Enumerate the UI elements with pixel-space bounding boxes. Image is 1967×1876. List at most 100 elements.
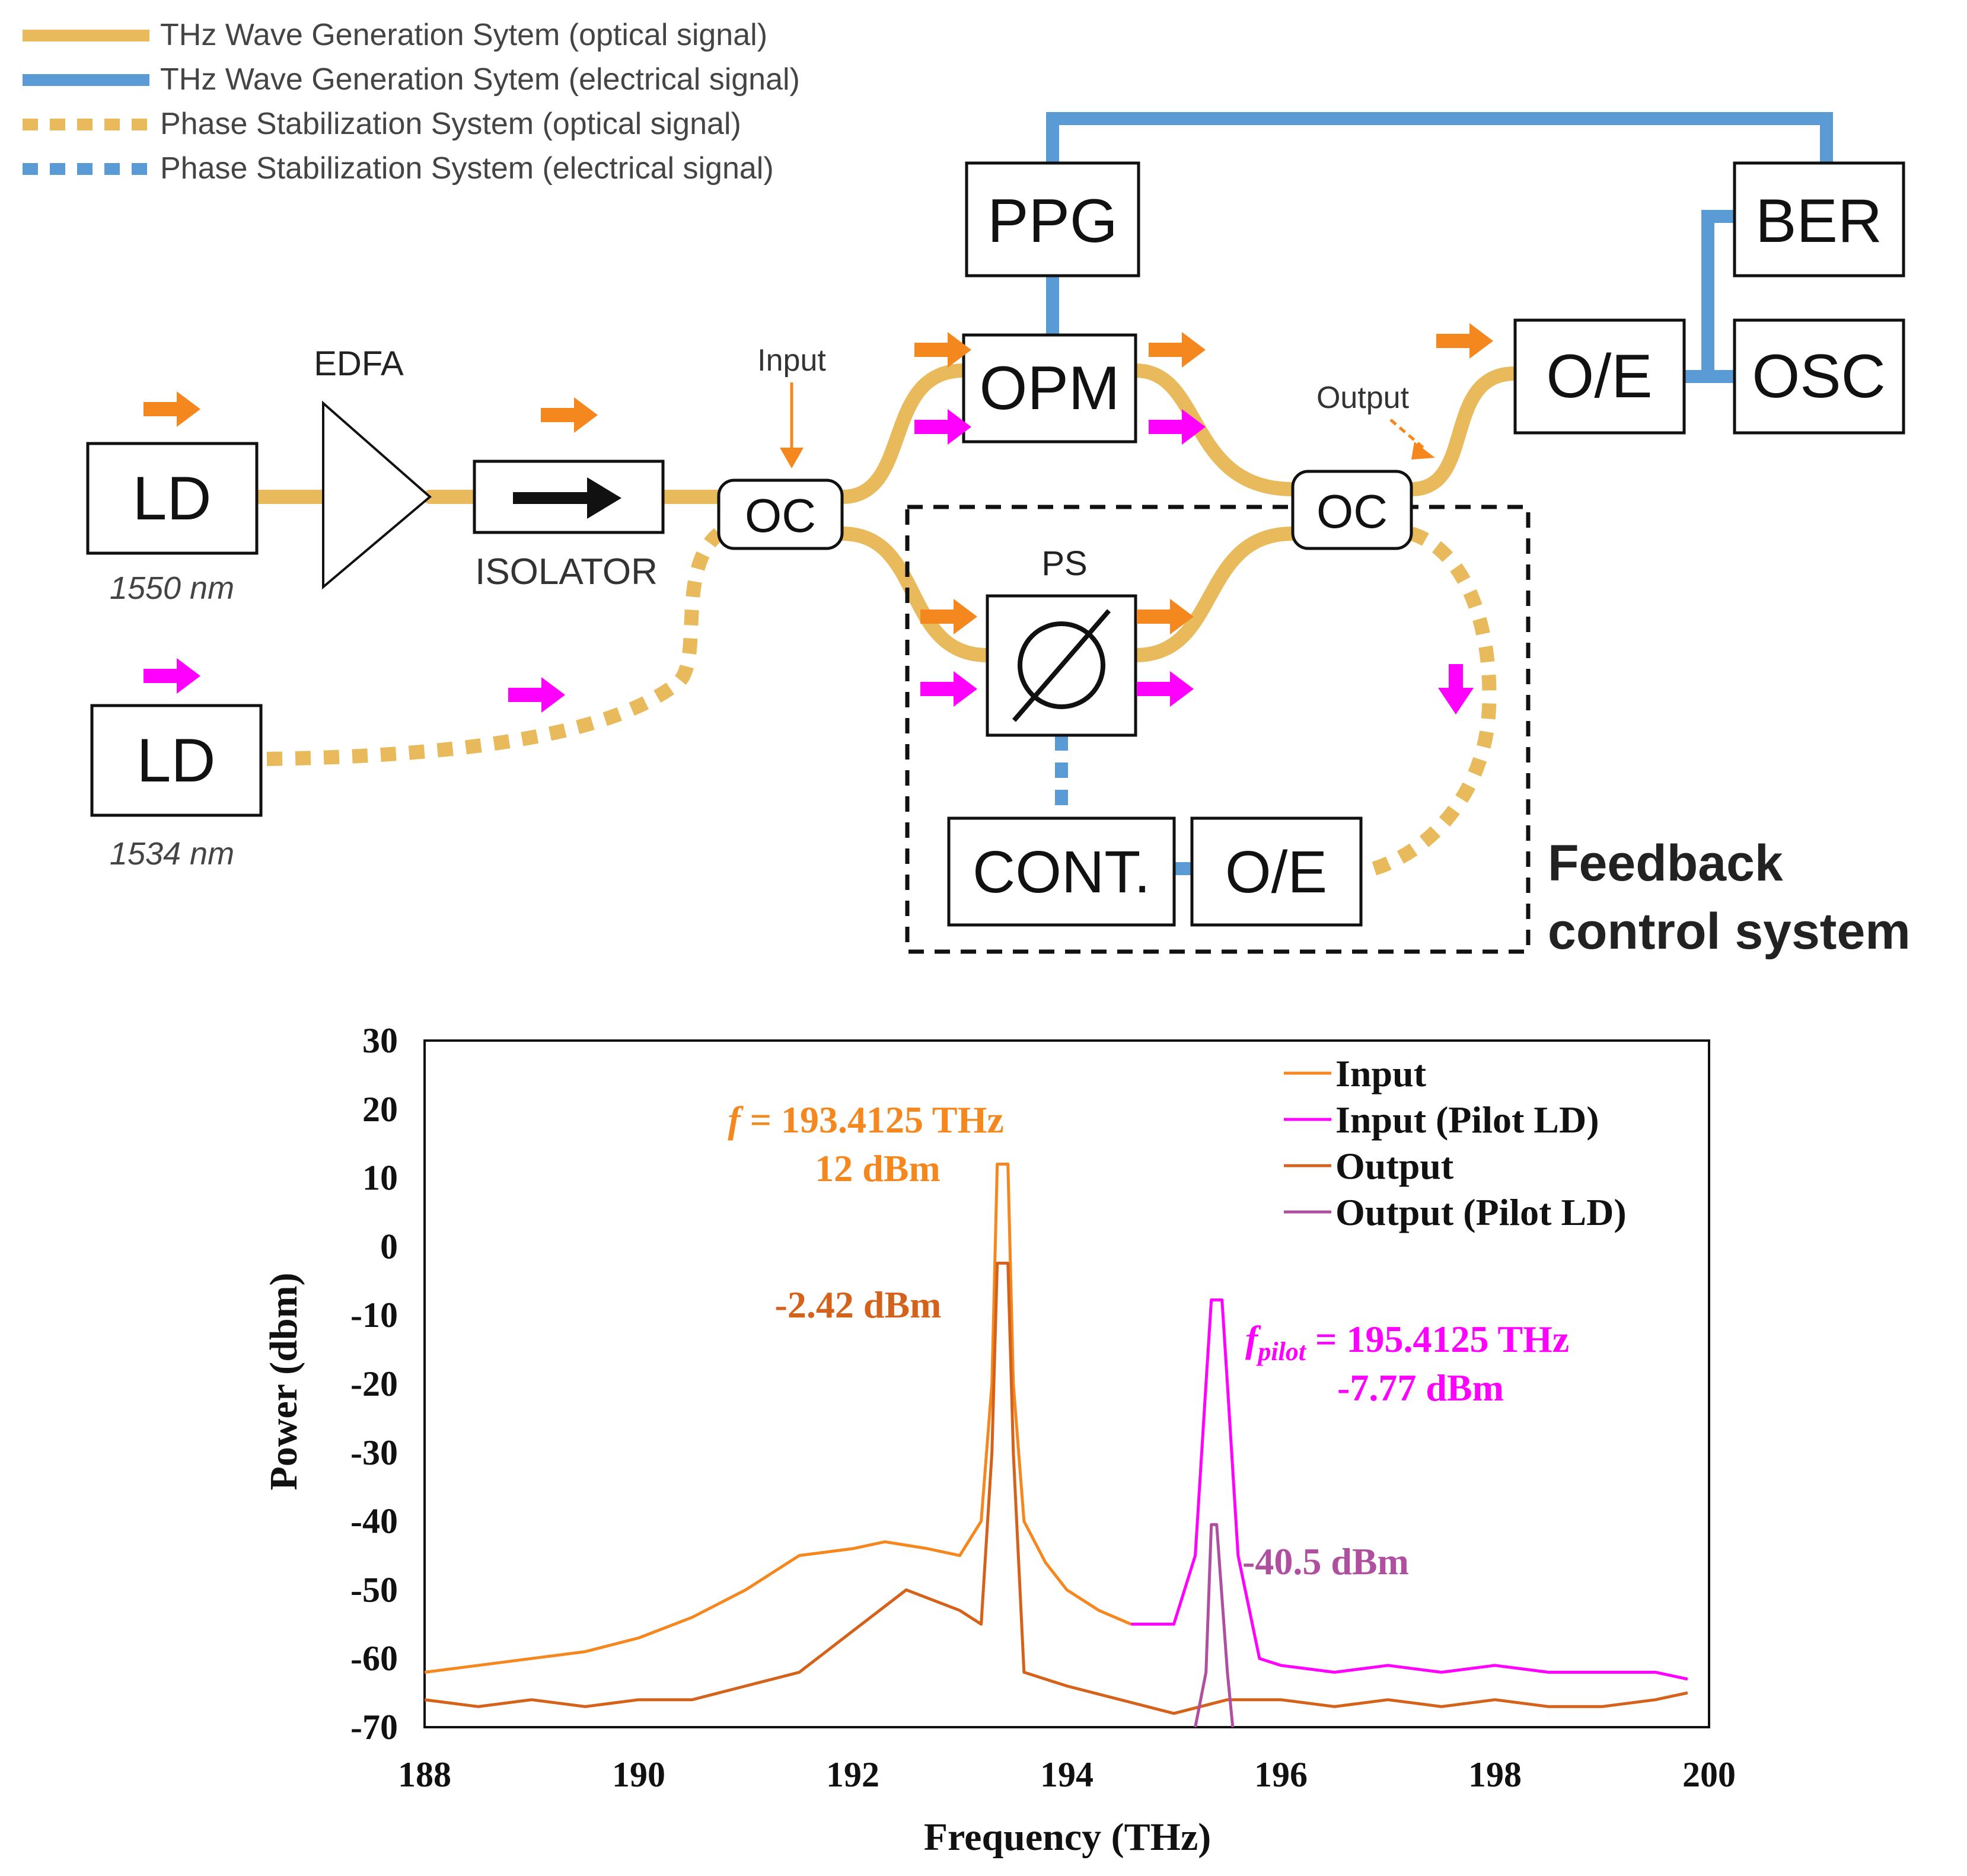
series-line-output bbox=[425, 1261, 1688, 1715]
signal-arrow-right-icon bbox=[1149, 409, 1206, 445]
ps-to-oc-line bbox=[1128, 527, 1300, 662]
feedback-label-line1: Feedback bbox=[1548, 835, 1783, 892]
x-tick-label: 190 bbox=[612, 1755, 665, 1794]
osc-label: OSC bbox=[1752, 342, 1885, 411]
oe-main-label: O/E bbox=[1546, 342, 1652, 411]
annotation-output-power: -2.42 dBm bbox=[775, 1284, 942, 1326]
signal-arrow-right-icon bbox=[1436, 323, 1493, 359]
input-label: Input bbox=[757, 343, 826, 378]
y-tick-label: 20 bbox=[362, 1090, 398, 1129]
feedback-region-border bbox=[905, 505, 1531, 954]
osc-block: OSC bbox=[1733, 318, 1905, 435]
y-tick-label: -70 bbox=[350, 1708, 398, 1747]
x-tick-label: 200 bbox=[1682, 1755, 1736, 1794]
y-tick-label: 0 bbox=[380, 1227, 398, 1266]
signal-arrow-right-icon bbox=[1137, 599, 1194, 634]
cont-block: CONT. bbox=[947, 816, 1176, 927]
annotation-pilot-power: -7.77 dBm bbox=[1337, 1367, 1504, 1409]
series-line-input bbox=[425, 1162, 1132, 1674]
y-tick-label: -30 bbox=[350, 1433, 398, 1472]
legend-entry-label: Output (Pilot LD) bbox=[1335, 1191, 1627, 1233]
signal-direction-arrows bbox=[144, 323, 1493, 714]
x-tick-label: 194 bbox=[1040, 1755, 1094, 1794]
signal-arrow-right-icon bbox=[914, 409, 971, 445]
phase-shifter-circle-icon bbox=[1018, 621, 1105, 709]
legend-label-electrical-solid: THz Wave Generation Sytem (electrical si… bbox=[160, 62, 800, 97]
signal-arrow-right-icon bbox=[1149, 332, 1206, 368]
series-line-input-pilot-ld bbox=[1131, 1298, 1688, 1681]
oe-main-block: O/E bbox=[1513, 318, 1686, 435]
output-pointer-line bbox=[1389, 419, 1424, 449]
oe-feedback-label: O/E bbox=[1225, 839, 1327, 905]
diagram-legend: THz Wave Generation Sytem (optical signa… bbox=[23, 18, 800, 186]
y-tick-label: -20 bbox=[350, 1364, 398, 1403]
oc-output-block: OC Output bbox=[1291, 381, 1435, 550]
legend-label-electrical-dotted: Phase Stabilization System (electrical s… bbox=[160, 151, 774, 186]
oc-to-feedback-oe-dotted-line bbox=[1362, 527, 1497, 879]
annotation-input-frequency-value: = 193.4125 THz bbox=[741, 1099, 1004, 1141]
optical-lines bbox=[251, 363, 1522, 879]
signal-arrow-right-icon bbox=[920, 671, 977, 707]
isolator-block: ISOLATOR bbox=[473, 460, 665, 592]
oc-input-label: OC bbox=[745, 489, 816, 542]
plot-area-frame bbox=[423, 1039, 1710, 1728]
isolator-label: ISOLATOR bbox=[475, 551, 658, 592]
annotation-input-power: 12 dBm bbox=[815, 1147, 941, 1189]
ppg-label: PPG bbox=[987, 187, 1118, 256]
x-axis-label: Frequency (THz) bbox=[924, 1816, 1212, 1859]
signal-arrow-right-icon bbox=[144, 658, 200, 694]
annotation-pilot-output-power: -40.5 dBm bbox=[1242, 1540, 1409, 1583]
signal-arrow-right-icon bbox=[920, 599, 977, 634]
edfa-block: EDFA bbox=[314, 344, 432, 590]
x-tick-label: 196 bbox=[1254, 1755, 1308, 1794]
legend-label-optical-dotted: Phase Stabilization System (optical sign… bbox=[160, 107, 741, 141]
series-layer bbox=[425, 1162, 1688, 1727]
oe-feedback-block: O/E bbox=[1190, 816, 1363, 927]
edfa-label: EDFA bbox=[314, 344, 404, 383]
series-line-output-pilot-ld bbox=[1194, 1523, 1235, 1727]
oc-to-opm-line bbox=[835, 363, 971, 504]
signal-arrow-right-icon bbox=[541, 397, 598, 433]
oc-output-label: OC bbox=[1316, 485, 1388, 538]
oc-to-ps-line bbox=[835, 527, 994, 662]
ld2-to-oc-dotted-line bbox=[266, 528, 724, 766]
ps-block: PS bbox=[986, 544, 1137, 737]
ld2-label: LD bbox=[137, 726, 216, 795]
legend-entry-label: Input (Pilot LD) bbox=[1335, 1099, 1599, 1141]
ber-label: BER bbox=[1755, 187, 1882, 256]
ld2-block: LD 1534 nm bbox=[90, 704, 263, 872]
ber-block: BER bbox=[1733, 161, 1905, 277]
x-tick-label: 192 bbox=[826, 1755, 879, 1794]
cont-label: CONT. bbox=[973, 839, 1150, 905]
output-pointer-arrowhead-icon bbox=[1411, 442, 1435, 460]
signal-arrow-down-icon bbox=[1438, 664, 1474, 714]
x-tick-label: 198 bbox=[1468, 1755, 1522, 1794]
signal-arrow-right-icon bbox=[144, 391, 200, 427]
signal-arrow-right-icon bbox=[914, 332, 971, 368]
legend-label-optical-solid: THz Wave Generation Sytem (optical signa… bbox=[160, 18, 767, 52]
ld1-label: LD bbox=[133, 464, 212, 533]
electrical-lines bbox=[1046, 112, 1833, 875]
oc-to-oe-line bbox=[1404, 366, 1522, 496]
annotation-pilot-frequency-subscript: pilot bbox=[1255, 1337, 1306, 1366]
output-label: Output bbox=[1316, 381, 1410, 415]
opm-label: OPM bbox=[980, 354, 1120, 423]
y-axis-label: Power (dbm) bbox=[262, 1272, 305, 1490]
oc-input-block: OC Input bbox=[717, 343, 844, 550]
signal-arrow-right-icon bbox=[1137, 671, 1194, 707]
legend-entry-label: Output bbox=[1335, 1145, 1454, 1187]
ld2-wavelength: 1534 nm bbox=[110, 836, 234, 872]
ld1-wavelength: 1550 nm bbox=[110, 570, 234, 606]
y-tick-label: -10 bbox=[350, 1296, 398, 1335]
isolator-arrowhead-icon bbox=[587, 477, 621, 519]
annotation-input-frequency: f = 193.4125 THz bbox=[728, 1099, 1004, 1141]
annotation-pilot-frequency: fpilot = 195.4125 THz bbox=[1245, 1318, 1569, 1366]
input-pointer-arrowhead-icon bbox=[780, 448, 804, 468]
signal-arrow-right-icon bbox=[508, 677, 565, 713]
oe-to-ber-line bbox=[1684, 210, 1735, 383]
phase-shifter-slash-icon bbox=[1012, 609, 1111, 722]
